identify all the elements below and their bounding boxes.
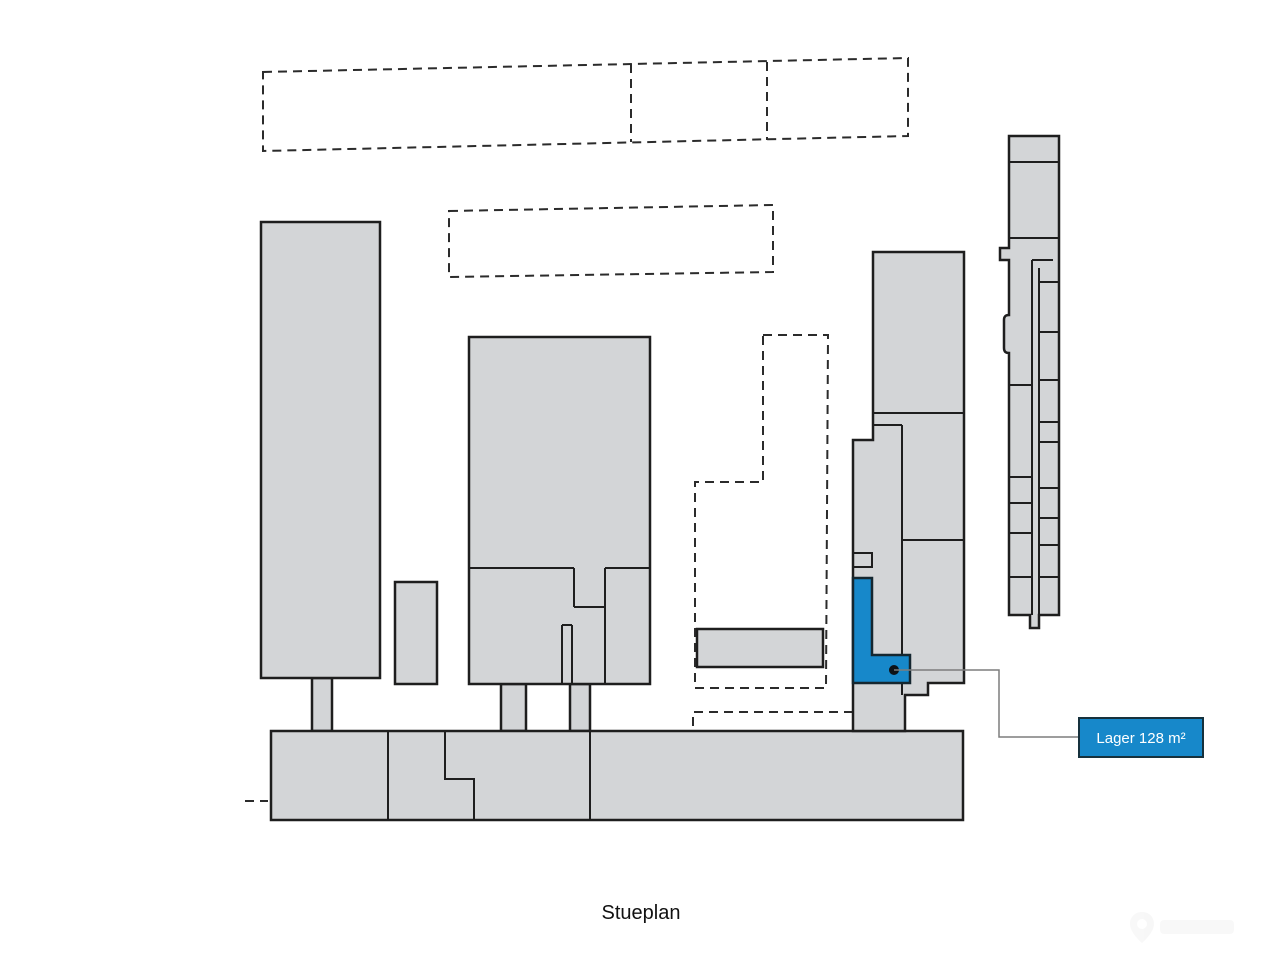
map-pin-icon bbox=[1130, 912, 1154, 943]
building-mid-block bbox=[467, 335, 652, 686]
building-east-slab bbox=[998, 134, 1061, 630]
building-small-annex bbox=[393, 580, 439, 686]
plan-title: Stueplan bbox=[602, 902, 681, 924]
building-left-tower bbox=[259, 220, 382, 680]
building-low-bar bbox=[695, 627, 825, 669]
building-base-bar bbox=[269, 729, 965, 822]
dashed-outline-north bbox=[262, 56, 909, 153]
stem-left-tower bbox=[310, 676, 334, 733]
dashed-outline-mid bbox=[448, 203, 774, 279]
dashed-outline-south-strip bbox=[692, 711, 853, 731]
unit-label-text: Lager 128 m² bbox=[1096, 730, 1185, 747]
stem-mid-east bbox=[568, 682, 592, 733]
watermark-text-bar bbox=[1160, 920, 1234, 934]
watermark bbox=[1130, 912, 1234, 943]
dashed-outline-l-shape bbox=[694, 334, 830, 689]
building-right-complex bbox=[851, 250, 966, 733]
stem-mid-west bbox=[499, 682, 528, 733]
unit-label[interactable]: Lager 128 m² bbox=[1078, 717, 1204, 758]
unit-label-box[interactable] bbox=[1078, 717, 1204, 758]
leader-line bbox=[894, 669, 1079, 738]
